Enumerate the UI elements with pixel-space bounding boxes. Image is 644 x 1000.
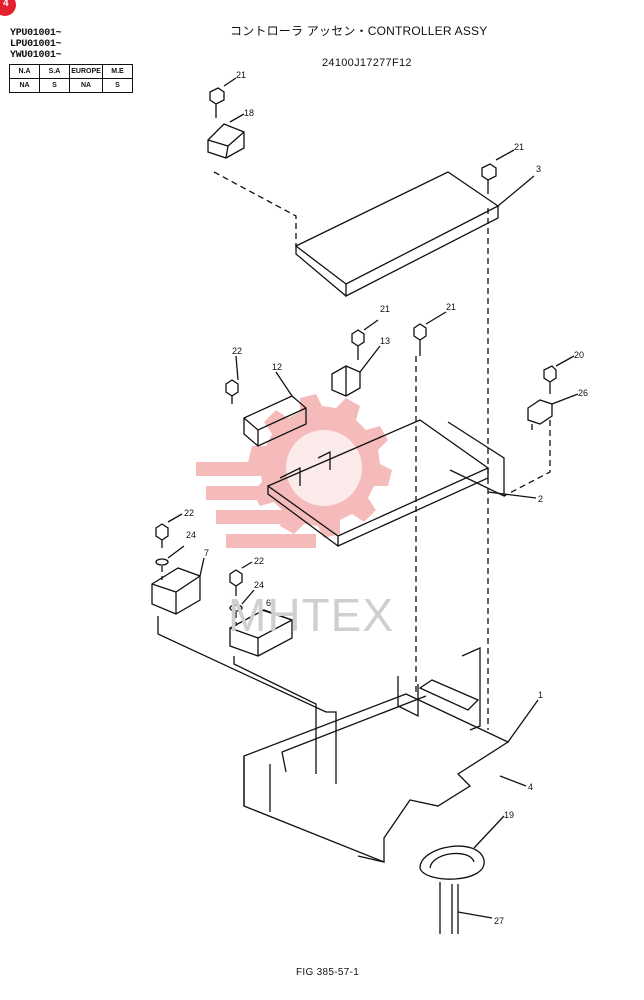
callout-22: 22 — [232, 346, 242, 356]
callout-18: 18 — [244, 108, 254, 118]
callout-3: 3 — [536, 164, 541, 174]
part-18 — [207, 123, 245, 159]
callout-6: 6 — [266, 598, 271, 608]
serial-line: YWU01001~ — [10, 50, 62, 61]
washer-24 — [229, 604, 243, 612]
figure-reference: FIG 385-57-1 — [296, 967, 360, 978]
bolt-21 — [351, 329, 365, 360]
bolt-21 — [413, 323, 427, 356]
callout-2: 2 — [538, 494, 543, 504]
bracket — [461, 646, 481, 731]
market-value: NA — [69, 78, 103, 93]
callout-24: 24 — [254, 580, 264, 590]
market-applicability-table: N.A S.A EUROPE M.E NA S NA S — [9, 64, 133, 93]
corner-badge: 4 — [0, 0, 16, 16]
diagram-title: コントローラ アッセン・CONTROLLER ASSY — [230, 24, 488, 38]
bracket — [397, 676, 419, 718]
callout-1: 1 — [538, 690, 543, 700]
part-26 — [527, 399, 553, 430]
part-7 — [151, 567, 201, 615]
market-value: S — [102, 78, 133, 93]
bolt-22 — [229, 569, 243, 596]
callout-24: 24 — [186, 530, 196, 540]
cable-part-19 — [419, 845, 485, 880]
serial-line: LPU01001~ — [10, 39, 62, 50]
callout-21: 21 — [380, 304, 390, 314]
bolt-20 — [543, 365, 557, 394]
bolt-21 — [481, 163, 497, 194]
line-art — [151, 77, 579, 934]
callout-19: 19 — [504, 810, 514, 820]
callout-26: 26 — [578, 388, 588, 398]
callout-21: 21 — [236, 70, 246, 80]
callout-20: 20 — [574, 350, 584, 360]
bracket — [418, 679, 480, 711]
serial-range-block: YPU01001~ LPU01001~ YWU01001~ — [10, 28, 62, 61]
callout-7: 7 — [204, 548, 209, 558]
callout-4: 4 — [528, 782, 533, 792]
watermark-text: MHTEX — [228, 589, 394, 641]
washer-24 — [155, 558, 169, 566]
serial-line: YPU01001~ — [10, 28, 62, 39]
bolt-21 — [209, 87, 225, 118]
bolt-22 — [225, 379, 239, 404]
callout-22: 22 — [254, 556, 264, 566]
callout-21: 21 — [514, 142, 524, 152]
base-tray-part-1 — [243, 693, 510, 863]
plate-part-3 — [294, 171, 500, 285]
part-number: 24100J17277F12 — [322, 57, 412, 69]
callout-22: 22 — [184, 508, 194, 518]
callout-21: 21 — [446, 302, 456, 312]
part-13 — [331, 365, 361, 397]
corner-badge-label: 4 — [3, 0, 9, 9]
callout-27: 27 — [494, 916, 504, 926]
callout-12: 12 — [272, 362, 282, 372]
callout-13: 13 — [380, 336, 390, 346]
callouts: 21 18 21 3 21 21 13 22 12 20 26 2 22 24 … — [184, 70, 588, 926]
bolt-22 — [155, 523, 169, 548]
